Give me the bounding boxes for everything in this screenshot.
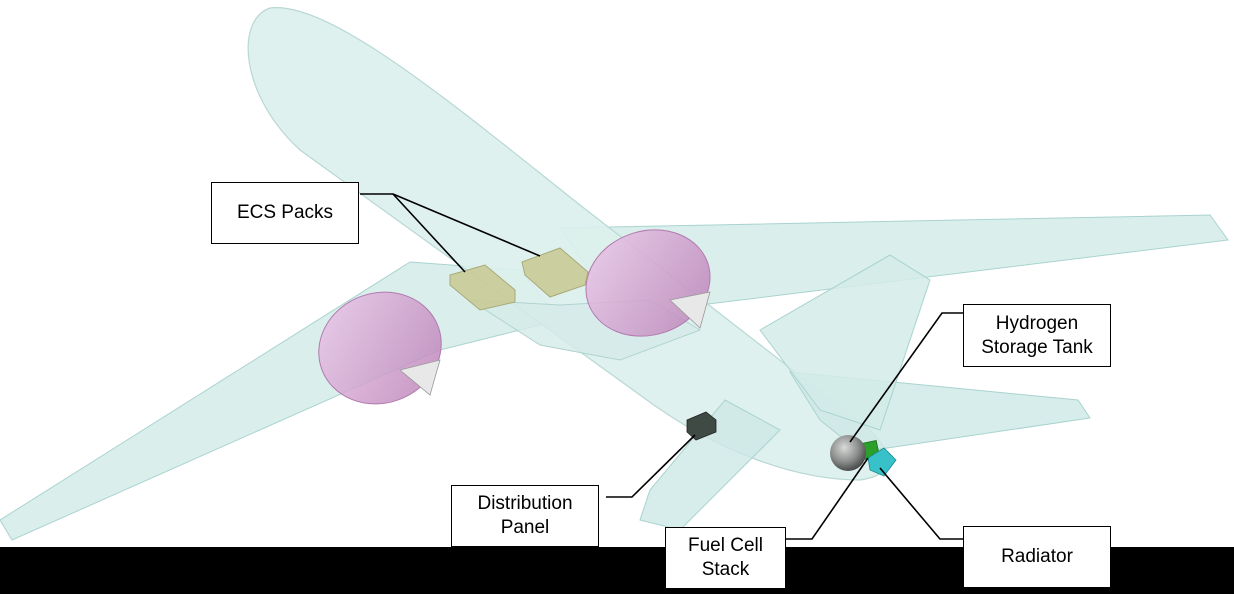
leader-lines [360,193,964,540]
fuel-cell-label-line1: Fuel Cell [688,535,763,556]
hydrogen-label-line2: Storage Tank [981,336,1093,358]
distribution-leader-line [606,434,696,498]
hydrogen-storage-tank-label: Hydrogen Storage Tank [963,304,1111,367]
ecs-packs-text: ECS Packs [236,202,334,223]
distribution-panel-component [686,411,717,441]
ecs-pack-right [521,247,589,298]
fuselage [247,7,889,481]
fuel-cell-label-line2: Stack [701,559,750,580]
ecs-leader-line-2 [392,193,541,257]
distribution-label-line2: Panel [500,517,550,538]
fuel-cell-stack-label: Fuel Cell Stack [665,527,786,589]
ecs-packs-label: ECS Packs [211,182,359,244]
hydrogen-label-line1: Hydrogen [995,312,1079,334]
ecs-pack-left [449,264,516,311]
left-engine [318,291,442,405]
vertical-fin [759,254,931,431]
distribution-panel-label: Distribution Panel [451,485,599,547]
radiator-label: Radiator [963,526,1111,588]
radiator-text: Radiator [1001,546,1073,567]
radiator-leader-line [879,467,964,540]
distribution-label-line1: Distribution [477,493,573,514]
hydrogen-leader-line [849,312,964,443]
radiator-component [867,447,897,477]
left-horizontal-stabilizer [639,399,781,531]
hydrogen-storage-tank-component [830,435,866,471]
right-engine [585,229,711,337]
fuel-cell-leader-line [786,457,869,540]
